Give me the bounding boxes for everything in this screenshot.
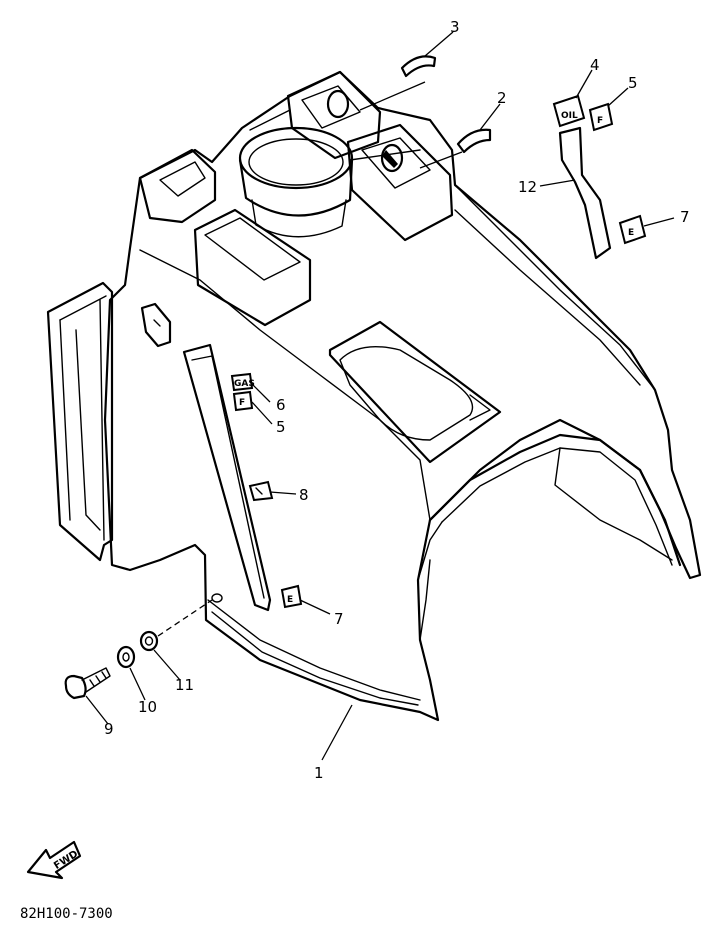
collar-part-11 [139, 630, 159, 652]
decal-gas-6: GAS [230, 372, 255, 392]
washer-part-10 [116, 645, 136, 669]
callout-11: 11 [175, 676, 194, 694]
switch-pod-left [249, 70, 421, 161]
callout-7-side: 7 [334, 610, 344, 628]
decal-f-side-text: F [239, 398, 245, 408]
figure-code: 82H100-7300 [20, 906, 113, 922]
decal-strip-part-12 [558, 126, 612, 260]
decal-8 [248, 480, 274, 502]
callout-8: 8 [299, 486, 309, 504]
callout-labels: 3 2 4 5 12 7 6 5 8 7 11 10 9 1 [104, 18, 690, 782]
side-recess-strip [182, 343, 272, 612]
decal-e-top-7: E [618, 214, 647, 245]
callout-3: 3 [450, 18, 460, 36]
callout-6: 6 [276, 396, 286, 414]
decal-gas-text: GAS [234, 379, 255, 389]
callout-12: 12 [518, 178, 537, 196]
fwd-direction-arrow: FWD [26, 840, 82, 880]
left-console-pod [138, 148, 312, 327]
grommet-part-3 [400, 55, 437, 78]
decal-e-side-text: E [287, 595, 293, 605]
decal-f-side-5: F [232, 390, 254, 412]
decal-e-top-text: E [628, 228, 634, 238]
callout-7-top: 7 [680, 208, 690, 226]
leader-lines [85, 31, 675, 761]
fuel-cap-opening [328, 320, 502, 464]
callout-9: 9 [104, 720, 114, 738]
mounting-tab [140, 302, 172, 348]
callout-10: 10 [138, 698, 157, 716]
grommet-part-2 [456, 128, 492, 154]
front-cover-part-1 [46, 70, 702, 722]
decal-f-top-text: F [597, 116, 603, 126]
callout-1: 1 [314, 764, 324, 782]
decal-oil-4: OIL [552, 94, 586, 128]
decal-oil-text: OIL [561, 111, 578, 121]
callout-5-side: 5 [276, 418, 286, 436]
bolt-part-9 [64, 667, 111, 700]
gauge-socket [238, 126, 354, 238]
callout-2: 2 [497, 89, 507, 107]
switch-pod-right [346, 123, 454, 242]
callout-4: 4 [590, 56, 600, 74]
fwd-label: FWD [52, 849, 80, 872]
decal-e-side-7: E [280, 584, 303, 609]
callout-5-top: 5 [628, 74, 638, 92]
decal-f-top-5: F [588, 102, 614, 132]
